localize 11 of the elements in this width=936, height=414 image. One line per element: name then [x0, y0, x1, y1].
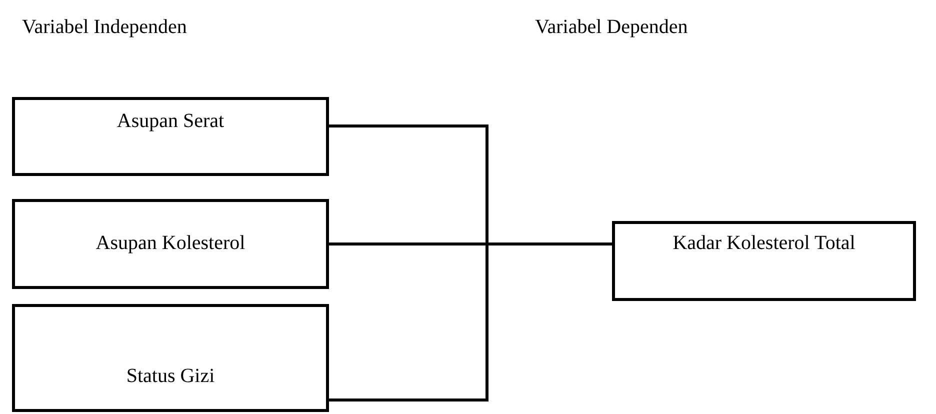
variable-box	[12, 97, 329, 176]
connector-line	[329, 242, 612, 402]
box-label: Asupan Kolesterol	[96, 232, 246, 255]
variable-box	[612, 221, 916, 301]
variable-box	[12, 199, 329, 289]
variable-box	[12, 304, 329, 412]
box-label: Status Gizi	[126, 365, 215, 388]
box-label: Asupan Serat	[116, 110, 224, 133]
column-heading: Variabel Independen	[22, 16, 187, 39]
box-label: Kadar Kolesterol Total	[672, 232, 856, 255]
column-heading: Variabel Dependen	[535, 16, 688, 39]
